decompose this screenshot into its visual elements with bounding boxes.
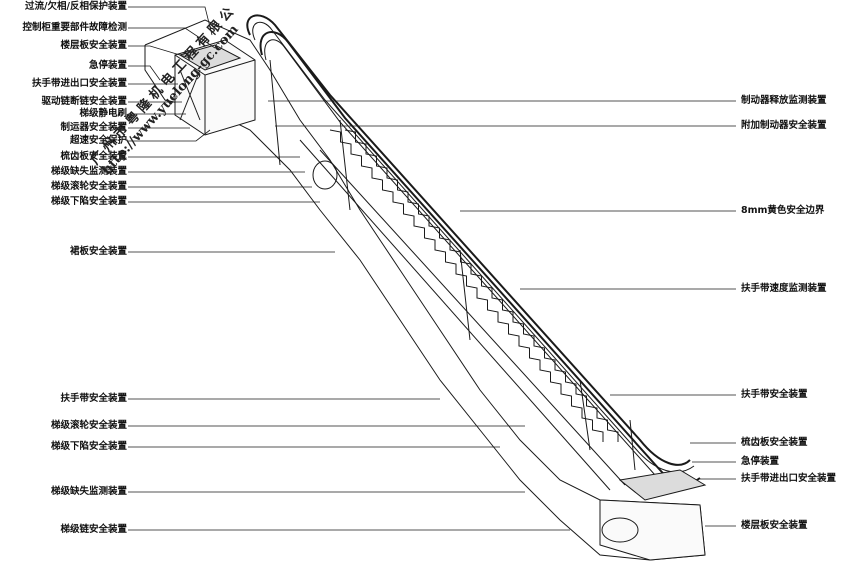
steps xyxy=(329,129,619,442)
label-left-5: 扶手带进出口安全装置 xyxy=(31,78,127,89)
label-left-12: 梯级滚轮安全装置 xyxy=(50,181,127,192)
handrail-left xyxy=(246,14,691,466)
label-left-14: 裙板安全装置 xyxy=(69,246,127,257)
label-left-10: 梳齿板安全装置 xyxy=(60,151,127,162)
label-right-3: 8mm黄色安全边界 xyxy=(741,205,825,216)
step-profile-rear xyxy=(344,129,619,442)
label-left-7: 梯级静电刷 xyxy=(79,108,127,119)
label-right-4: 扶手带速度监测装置 xyxy=(741,283,827,294)
label-left-19: 梯级链安全装置 xyxy=(60,524,127,535)
lower-floor-plate xyxy=(618,469,707,501)
label-left-9: 超速安全保护 xyxy=(69,135,127,146)
label-left-4: 急停装置 xyxy=(88,60,127,71)
label-left-11: 梯级缺失监测装置 xyxy=(50,166,127,177)
label-left-18: 梯级缺失监测装置 xyxy=(50,486,127,497)
step-profile xyxy=(329,129,604,442)
label-left-15: 扶手带安全装置 xyxy=(60,393,127,404)
label-right-8: 扶手带进出口安全装置 xyxy=(741,473,837,484)
label-left-1: 过流/欠相/反相保护装置 xyxy=(25,1,127,12)
leader-line xyxy=(128,6,213,36)
label-left-3: 楼层板安全装置 xyxy=(60,40,127,51)
leader-line xyxy=(128,65,161,81)
lower-machine-box xyxy=(599,499,706,561)
label-left-13: 梯级下陷安全装置 xyxy=(50,196,127,207)
label-right-2: 附加制动器安全装置 xyxy=(741,120,827,131)
label-left-16: 梯级滚轮安全装置 xyxy=(50,420,127,431)
label-left-2: 控制柜重要部件故障检测 xyxy=(22,22,127,33)
label-right-9: 楼层板安全装置 xyxy=(741,520,808,531)
leader-line xyxy=(128,129,211,142)
label-right-6: 梳齿板安全装置 xyxy=(741,437,808,448)
leader-line xyxy=(128,45,191,59)
label-left-17: 梯级下陷安全装置 xyxy=(50,441,127,452)
leader-line xyxy=(128,27,216,49)
label-right-7: 急停装置 xyxy=(741,456,780,467)
label-right-1: 制动器释放监测装置 xyxy=(741,95,827,106)
label-left-6: 驱动链断链安全装置 xyxy=(41,96,127,107)
upper-floor-plate xyxy=(178,44,242,71)
label-right-5: 扶手带安全装置 xyxy=(741,389,808,400)
handrail-right xyxy=(259,31,701,484)
label-left-8: 制运器安全装置 xyxy=(60,122,127,133)
